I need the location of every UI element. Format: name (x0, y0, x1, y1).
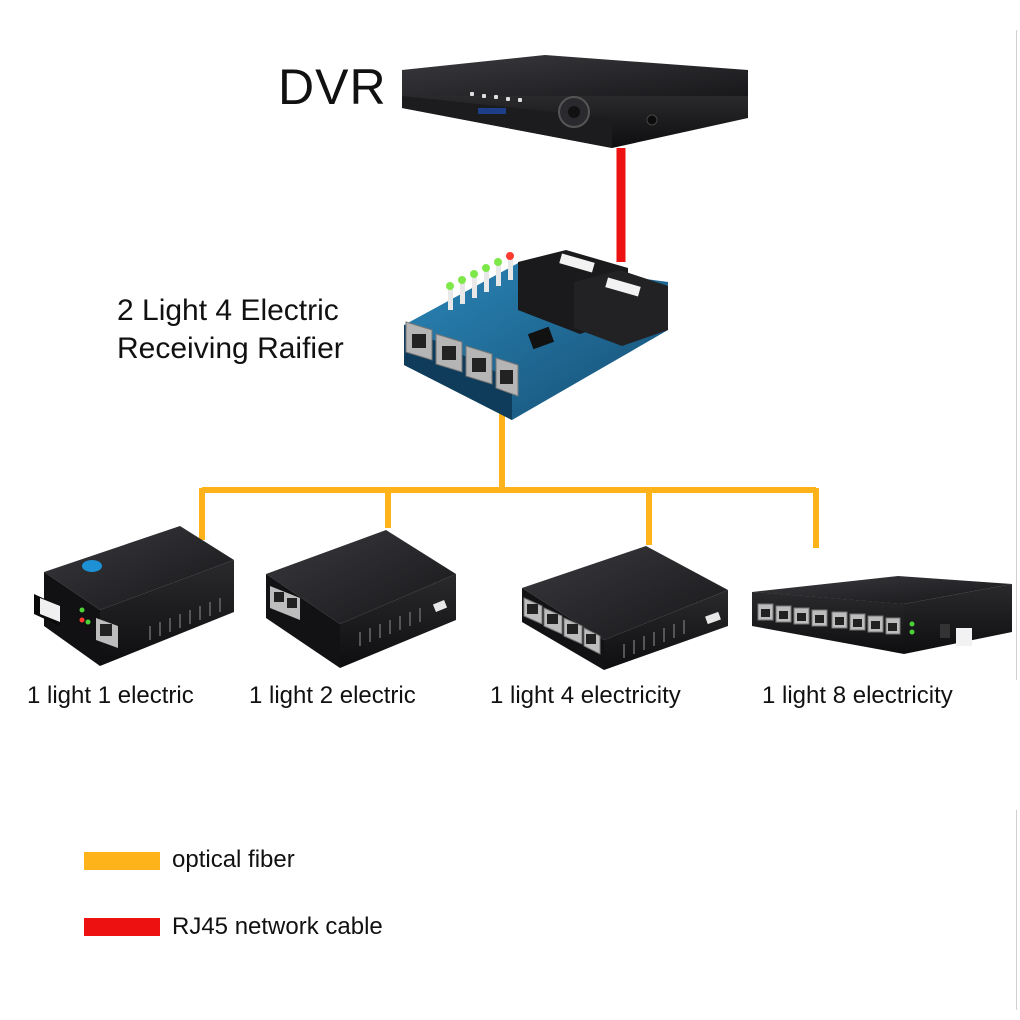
dvr-label: DVR (278, 59, 387, 115)
device-1-light-2-electric (266, 530, 456, 668)
edge-divider (1016, 810, 1017, 1010)
edge-divider (1016, 30, 1017, 680)
device-label-1: 1 light 1 electric (27, 682, 194, 709)
legend-rj45-label: RJ45 network cable (172, 913, 383, 940)
device-1-light-4-electricity (522, 546, 728, 670)
hub-label: 2 Light 4 Electric Receiving Raifier (117, 292, 344, 368)
device-1-light-1-electric (34, 526, 234, 666)
legend-rj45-swatch (84, 918, 160, 936)
hub-label-line1: 2 Light 4 Electric (117, 294, 339, 327)
dvr-device (402, 55, 748, 148)
hub-leds (446, 252, 514, 310)
hub-board (404, 250, 668, 420)
fiber-module (574, 270, 668, 346)
device-label-2: 1 light 2 electric (249, 682, 416, 709)
legend-fiber-label: optical fiber (172, 846, 295, 873)
hub-label-line2: Receiving Raifier (117, 332, 344, 365)
device-1-light-8-electricity (752, 576, 1012, 654)
device-label-4: 1 light 8 electricity (762, 682, 953, 709)
fiber-tree (199, 412, 819, 548)
device-label-3: 1 light 4 electricity (490, 682, 681, 709)
legend-fiber-swatch (84, 852, 160, 870)
